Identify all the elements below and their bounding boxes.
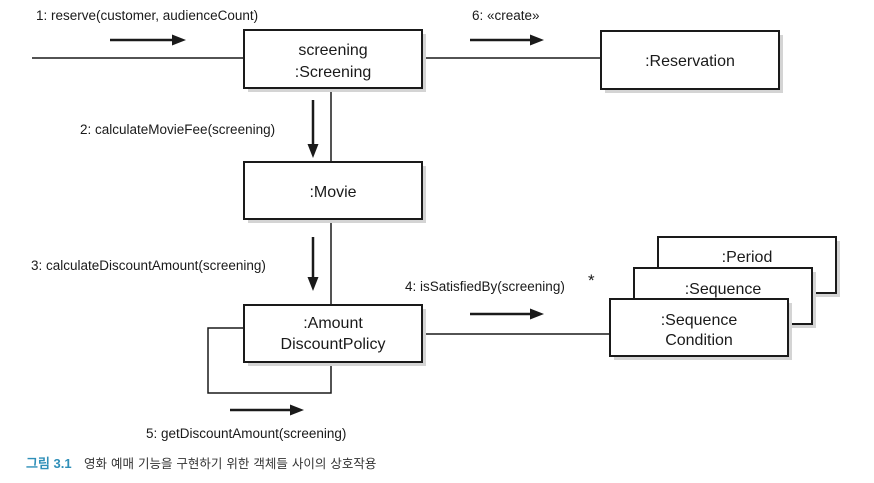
arrow-m5 (230, 404, 304, 416)
arrow-m4 (470, 308, 544, 320)
message-arrows (110, 34, 544, 416)
arrow-m2 (307, 100, 319, 158)
object-sequence-label: :Sequence (685, 281, 762, 298)
arrow-m6 (470, 34, 544, 46)
object-amount-discount-policy: :Amount DiscountPolicy (243, 304, 426, 366)
figure-number: 그림 3.1 (26, 456, 72, 471)
figure-caption: 영화 예매 기능을 구현하기 위한 객체들 사이의 상호작용 (84, 456, 376, 471)
arrow-m3 (307, 237, 319, 291)
message-3-label: 3: calculateDiscountAmount(screening) (31, 258, 266, 273)
arrow-m1 (110, 34, 186, 46)
object-sequence-condition-line1: :Sequence (661, 312, 738, 329)
message-5-label: 5: getDiscountAmount(screening) (146, 426, 346, 441)
message-2-label: 2: calculateMovieFee(screening) (80, 122, 275, 137)
object-movie-label: :Movie (309, 184, 356, 201)
object-sequence-condition-line2: Condition (665, 332, 733, 349)
object-period-label: :Period (722, 249, 773, 266)
object-reservation-label: :Reservation (645, 53, 735, 70)
object-policy-line1: :Amount (303, 315, 363, 332)
self-link-policy (207, 327, 332, 394)
object-screening-class: :Screening (295, 64, 372, 81)
object-screening: screening :Screening (243, 29, 426, 92)
message-4-multiplicity: * (588, 271, 595, 290)
object-reservation: :Reservation (600, 30, 783, 93)
message-4-label: 4: isSatisfiedBy(screening) (405, 279, 565, 294)
links (32, 57, 610, 394)
object-policy-line2: DiscountPolicy (281, 336, 386, 353)
object-sequence-condition: :Sequence Condition (609, 298, 792, 360)
object-screening-name: screening (298, 42, 367, 59)
message-6-label: 6: «create» (472, 8, 540, 23)
message-1-label: 1: reserve(customer, audienceCount) (36, 8, 258, 23)
object-movie: :Movie (243, 161, 426, 223)
